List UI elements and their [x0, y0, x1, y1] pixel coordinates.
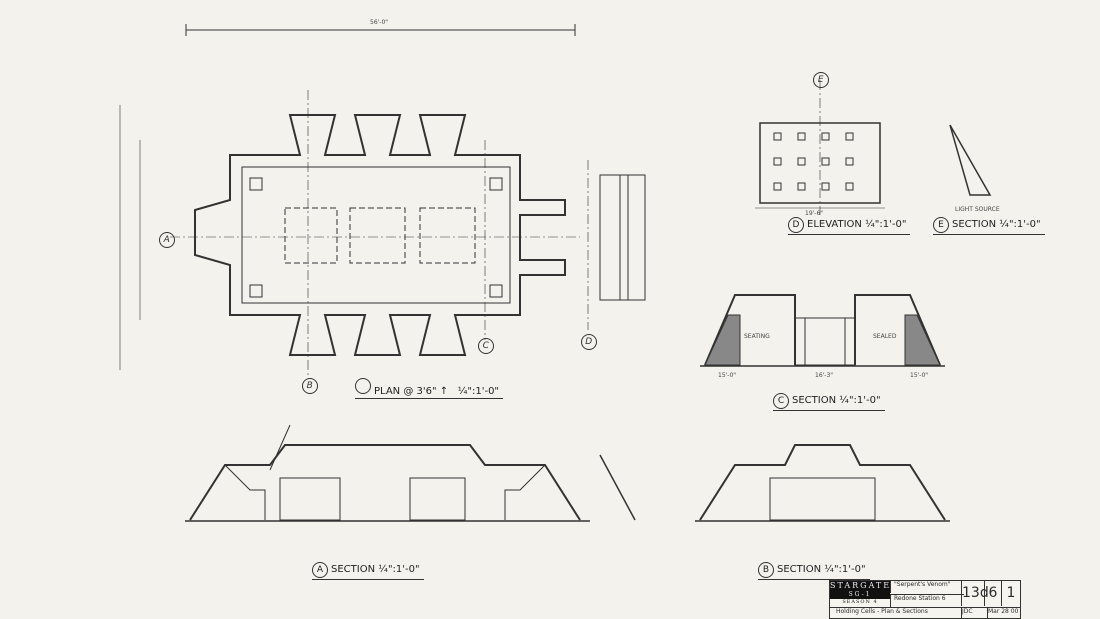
sheet-number: 1 — [1001, 581, 1020, 606]
section-dim-1: 15'-0" — [718, 372, 737, 379]
drawn-by: JDC — [961, 607, 987, 619]
grid-marker-c: C — [478, 338, 497, 354]
grid-marker-d: D — [581, 334, 600, 350]
stargate-logo: STARGATE SG-1 SEASON 4 — [830, 581, 892, 606]
grid-marker-e: E — [813, 72, 832, 88]
set-name: Redone Station 6 — [890, 594, 964, 607]
section-dim-3: 15'-0" — [910, 372, 929, 379]
title-block: STARGATE SG-1 SEASON 4 "Serpent's Venom"… — [829, 580, 1021, 619]
section-b — [695, 444, 950, 522]
drawing-number: 13d — [961, 581, 989, 606]
section-a — [185, 424, 636, 522]
section-dim-2: 16'-3" — [815, 372, 834, 379]
note-seating: SEATING — [744, 333, 770, 340]
grid-marker-b: B — [302, 378, 321, 394]
overall-dimension: 56'-0" — [370, 19, 389, 26]
elevation-width: 19'-6" — [805, 210, 824, 217]
episode: "Serpent's Venom" — [890, 581, 964, 593]
overall-dimension-line — [119, 24, 576, 370]
section-c — [700, 294, 945, 367]
drawing-title: Holding Cells - Plan & Sections — [830, 607, 966, 615]
note-light-source: LIGHT SOURCE — [955, 206, 1000, 213]
grid-marker-a: A — [159, 232, 178, 248]
note-sealed: SEALED — [873, 333, 897, 340]
plan-caption: PLAN @ 3'6" ↑ ¼":1'-0" — [355, 378, 504, 399]
set-number: 6 — [984, 581, 1001, 606]
elevation-d — [755, 80, 992, 215]
floor-plan — [170, 90, 646, 375]
date: Mar 28 00 — [987, 607, 1020, 619]
